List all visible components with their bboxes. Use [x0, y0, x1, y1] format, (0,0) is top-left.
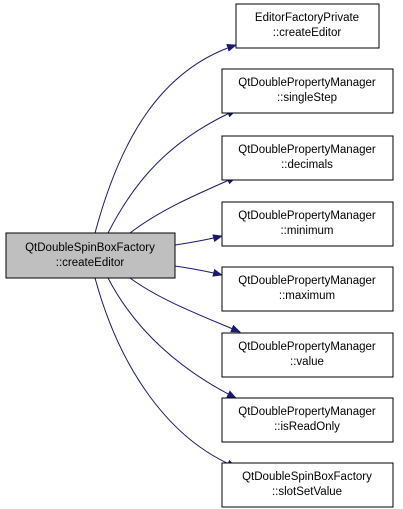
target-node-label-method: ::value — [290, 356, 324, 368]
target-node-box[interactable] — [221, 462, 394, 508]
target-node-box[interactable] — [235, 3, 380, 49]
target-node-label-method: ::maximum — [279, 290, 335, 302]
target-node-label-method: ::slotSetValue — [272, 486, 342, 498]
target-node-label-class: QtDoubleSpinBoxFactory — [242, 471, 372, 483]
target-node-label-method: ::createEditor — [273, 27, 342, 39]
source-node-label-method: ::createEditor — [56, 257, 125, 269]
edge-to-maximum — [174, 265, 223, 277]
target-node-label-method: ::singleStep — [277, 92, 337, 104]
source-node[interactable]: QtDoubleSpinBoxFactory ::createEditor — [5, 232, 176, 279]
target-node-label-class: QtDoublePropertyManager — [238, 275, 376, 287]
target-node-label-method: ::decimals — [281, 159, 333, 171]
edge-to-minimum — [174, 234, 223, 246]
target-node-isreadonly[interactable]: QtDoublePropertyManager ::isReadOnly — [221, 397, 394, 443]
target-node-label-class: EditorFactoryPrivate — [255, 12, 359, 24]
target-nodes: EditorFactoryPrivate ::createEditor QtDo… — [221, 3, 394, 508]
edge-to-singlestep — [107, 109, 237, 234]
target-node-label-class: QtDoublePropertyManager — [238, 144, 376, 156]
edge-to-slotsetvalue — [94, 277, 237, 468]
edges — [94, 44, 241, 468]
target-node-value[interactable]: QtDoublePropertyManager ::value — [221, 332, 394, 378]
target-node-label-method: ::isReadOnly — [274, 421, 340, 433]
target-node-decimals[interactable]: QtDoublePropertyManager ::decimals — [221, 135, 394, 181]
target-node-label-class: QtDoublePropertyManager — [238, 406, 376, 418]
target-node-box[interactable] — [221, 332, 394, 378]
target-node-box[interactable] — [221, 201, 394, 247]
target-node-box[interactable] — [221, 68, 394, 114]
target-node-box[interactable] — [221, 135, 394, 181]
target-node-slotsetvalue[interactable]: QtDoubleSpinBoxFactory ::slotSetValue — [221, 462, 394, 508]
target-node-box[interactable] — [221, 266, 394, 312]
edge-to-value — [129, 277, 241, 333]
source-node-label-class: QtDoubleSpinBoxFactory — [25, 242, 155, 254]
edge-to-editorfactoryprivate-createeditor — [94, 44, 237, 234]
target-node-singlestep[interactable]: QtDoublePropertyManager ::singleStep — [221, 68, 394, 114]
target-node-label-method: ::minimum — [280, 225, 333, 237]
target-node-label-class: QtDoublePropertyManager — [238, 210, 376, 222]
edge-to-isreadonly — [107, 277, 237, 399]
target-node-maximum[interactable]: QtDoublePropertyManager ::maximum — [221, 266, 394, 312]
target-node-box[interactable] — [221, 397, 394, 443]
target-node-label-class: QtDoublePropertyManager — [238, 341, 376, 353]
target-node-label-class: QtDoublePropertyManager — [238, 77, 376, 89]
source-node-box[interactable] — [5, 232, 176, 279]
target-node-minimum[interactable]: QtDoublePropertyManager ::minimum — [221, 201, 394, 247]
target-node-editorfactoryprivate-createeditor[interactable]: EditorFactoryPrivate ::createEditor — [235, 3, 380, 49]
edge-to-decimals — [129, 176, 237, 234]
